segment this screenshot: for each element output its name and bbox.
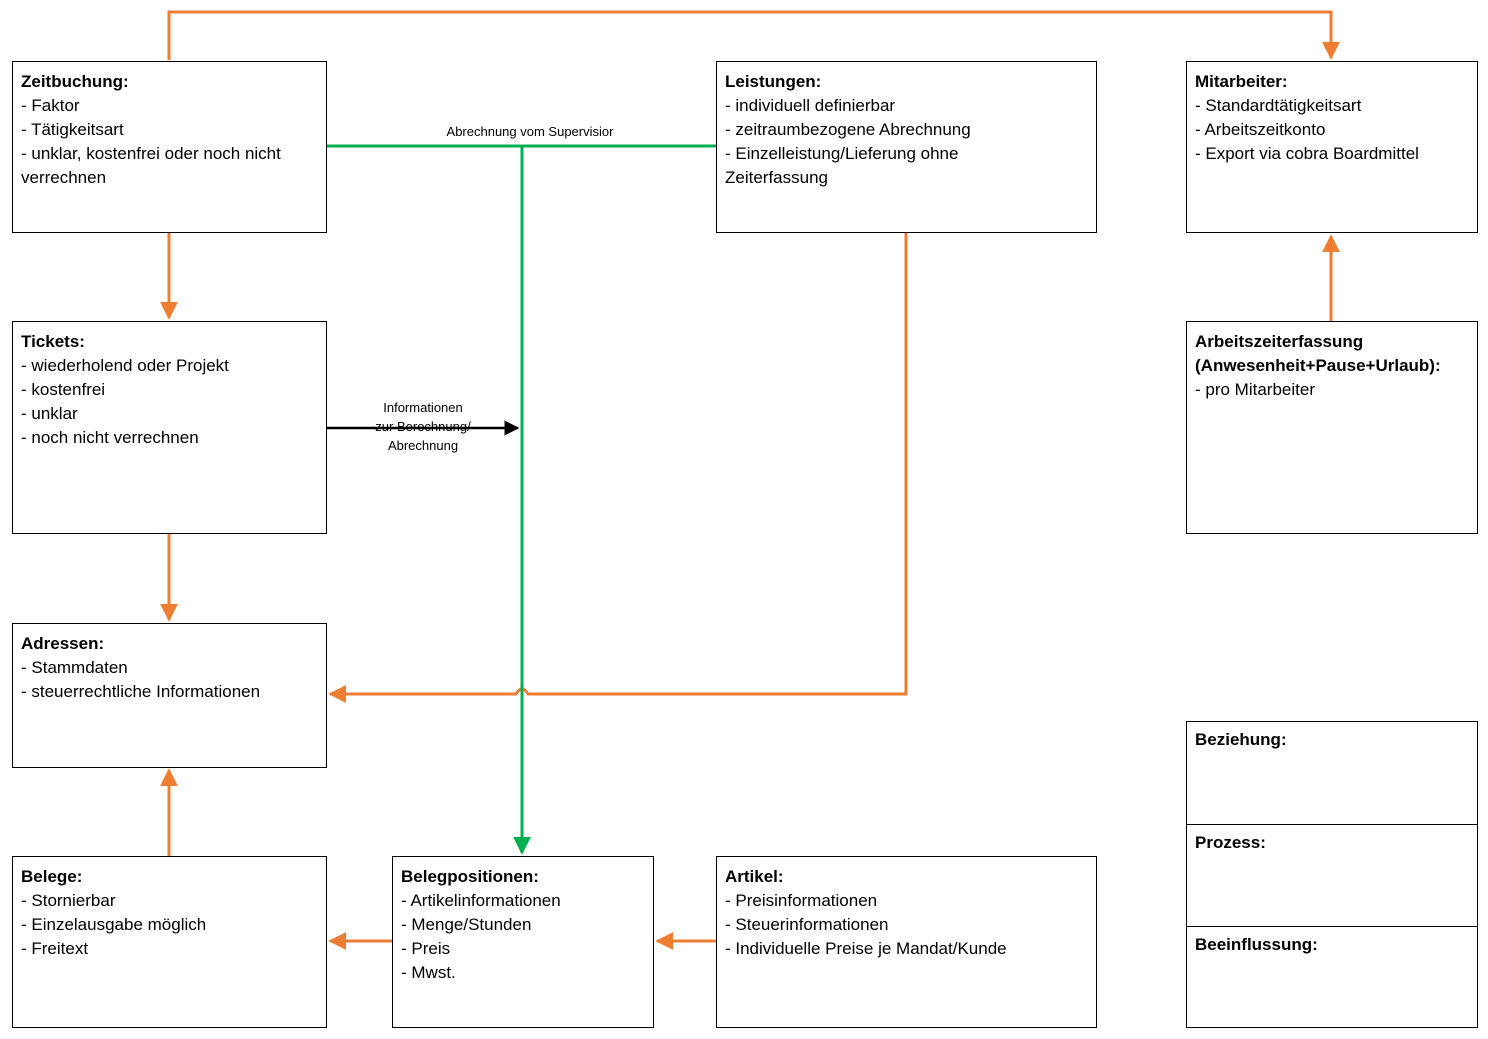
box-line: - Stammdaten	[21, 658, 128, 677]
box-zeitbuchung: Zeitbuchung: - Faktor - Tätigkeitsart - …	[12, 61, 327, 233]
relation-leistungen-adressen	[328, 233, 908, 703]
box-line: - noch nicht verrechnen	[21, 428, 199, 447]
box-title: Leistungen:	[725, 72, 822, 91]
box-line: - Standardtätigkeitsart	[1195, 96, 1362, 115]
box-artikel: Artikel: - Preisinformationen - Steuerin…	[716, 856, 1097, 1028]
box-line: - unklar	[21, 404, 78, 423]
box-adressen: Adressen: - Stammdaten - steuerrechtlich…	[12, 623, 327, 768]
box-arbeitszeiterfassung: Arbeitszeiterfassung (Anwesenheit+Pause+…	[1186, 321, 1478, 534]
box-line: - Artikelinformationen	[401, 891, 561, 910]
box-line: - Menge/Stunden	[401, 915, 532, 934]
box-line: - Preisinformationen	[725, 891, 878, 910]
legend-relation-label: Beziehung:	[1195, 730, 1287, 749]
box-tickets: Tickets: - wiederholend oder Projekt - k…	[12, 321, 327, 534]
box-line: - Export via cobra Boardmittel	[1195, 144, 1419, 163]
box-line: - kostenfrei	[21, 380, 106, 399]
box-title: Arbeitszeiterfassung	[1195, 332, 1364, 351]
box-line: - Steuerinformationen	[725, 915, 889, 934]
box-line: - Einzelleistung/Lieferung ohne	[725, 144, 959, 163]
box-title: Adressen:	[21, 634, 105, 653]
box-line: - steuerrechtliche Informationen	[21, 682, 261, 701]
box-mitarbeiter: Mitarbeiter: - Standardtätigkeitsart - A…	[1186, 61, 1478, 233]
legend-process-label: Prozess:	[1195, 833, 1266, 852]
box-line: - Mwst.	[401, 963, 456, 982]
box-line: Zeiterfassung	[725, 168, 828, 187]
box-line: verrechnen	[21, 168, 107, 187]
box-line: - Faktor	[21, 96, 80, 115]
box-line: - Arbeitszeitkonto	[1195, 120, 1326, 139]
box-belege: Belege: - Stornierbar - Einzelausgabe mö…	[12, 856, 327, 1028]
box-title-2: (Anwesenheit+Pause+Urlaub):	[1195, 356, 1441, 375]
box-title: Mitarbeiter:	[1195, 72, 1288, 91]
box-line: - Individuelle Preise je Mandat/Kunde	[725, 939, 1007, 958]
box-line: - individuell definierbar	[725, 96, 896, 115]
box-title: Belegpositionen:	[401, 867, 539, 886]
label-info-line: Informationen	[383, 400, 463, 415]
box-line: - pro Mitarbeiter	[1195, 380, 1315, 399]
box-line: - Freitext	[21, 939, 89, 958]
legend-influence-label: Beeinflussung:	[1195, 935, 1318, 954]
box-line: - zeitraumbezogene Abrechnung	[725, 120, 971, 139]
label-info-line: Abrechnung	[387, 438, 459, 453]
box-title: Tickets:	[21, 332, 85, 351]
relation-zeitbuchung-mitarbeiter	[167, 10, 1340, 60]
box-line: - wiederholend oder Projekt	[21, 356, 229, 375]
legend: Beziehung: Prozess: Beeinflussung:	[1186, 721, 1478, 1028]
box-line: - unklar, kostenfrei oder noch nicht	[21, 144, 281, 163]
label-info-line: zur Berechnung/	[375, 419, 471, 434]
box-title: Belege:	[21, 867, 83, 886]
label-info: Informationen zur Berechnung/ Abrechnung	[353, 398, 493, 455]
box-title: Zeitbuchung:	[21, 72, 129, 91]
box-line: - Preis	[401, 939, 451, 958]
legend-relation: Beziehung:	[1187, 722, 1477, 825]
box-line: - Stornierbar	[21, 891, 116, 910]
box-line: - Einzelausgabe möglich	[21, 915, 207, 934]
legend-process: Prozess:	[1187, 824, 1477, 927]
box-belegpositionen: Belegpositionen: - Artikelinformationen …	[392, 856, 654, 1028]
box-line: - Tätigkeitsart	[21, 120, 124, 139]
box-leistungen: Leistungen: - individuell definierbar - …	[716, 61, 1097, 233]
box-title: Artikel:	[725, 867, 784, 886]
label-supervisor: Abrechnung vom Supervisior	[446, 124, 614, 139]
legend-influence: Beeinflussung:	[1187, 926, 1477, 1029]
